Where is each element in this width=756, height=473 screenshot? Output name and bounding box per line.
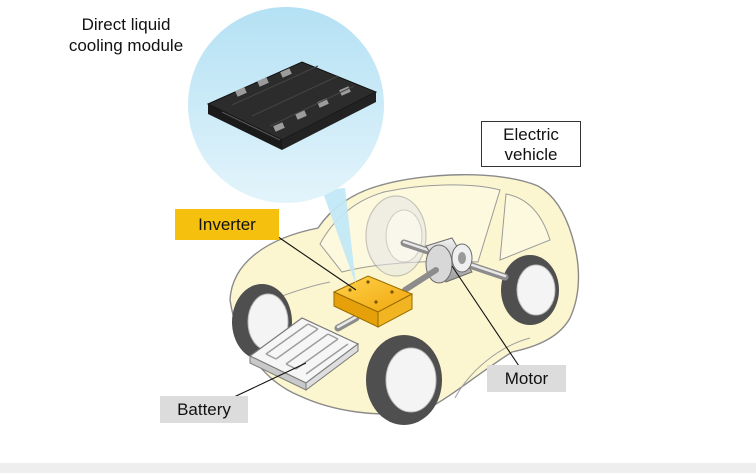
car-rear-window: [499, 193, 551, 261]
module-label-line1: Direct liquid: [81, 15, 171, 34]
motor-leader: [451, 265, 520, 367]
front-right-wheel: [366, 335, 442, 425]
bottom-strip: [0, 463, 756, 473]
battery-label: Battery: [160, 396, 248, 423]
power-module-icon: [206, 61, 378, 150]
ev-label-line1: Electric: [503, 125, 559, 144]
inverter-leader: [267, 229, 357, 291]
electric-vehicle-label: Electric vehicle: [481, 121, 581, 167]
ghost-wheel: [365, 195, 427, 277]
car-icon: [229, 174, 580, 425]
ev-diagram: [188, 7, 580, 425]
inverter-label: Inverter: [175, 209, 279, 240]
inverter-box-icon: [332, 275, 414, 328]
module-label-line2: cooling module: [68, 36, 184, 55]
battery-leader: [233, 362, 307, 398]
module-callout: [188, 7, 384, 285]
module-label: Direct liquid cooling module: [46, 14, 206, 56]
battery-pack-icon: [248, 317, 360, 391]
car-body-line: [454, 337, 531, 399]
drive-shaft: [402, 267, 439, 293]
callout-tail: [322, 188, 356, 285]
ev-label-line2: vehicle: [504, 145, 558, 164]
motor-label: Motor: [487, 365, 566, 392]
rear-right-wheel: [501, 255, 559, 325]
